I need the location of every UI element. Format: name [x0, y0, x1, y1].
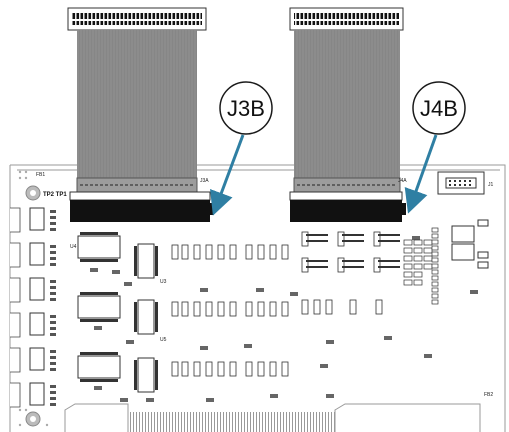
- passive-components: [90, 236, 478, 402]
- ribbon-cable-left: [67, 7, 207, 194]
- edge-connector: [64, 403, 481, 432]
- chip-right: [451, 219, 489, 269]
- chip-u4-group: U4: [70, 232, 121, 382]
- fb2-label: FB2: [484, 392, 493, 398]
- jack-ics: [29, 207, 45, 406]
- callout-j3b-label: J3B: [227, 96, 265, 121]
- header-connector-j4: J4A: [289, 178, 407, 222]
- mounting-hole-top: [25, 185, 41, 201]
- chip-column-left: U3 U5: [134, 243, 167, 393]
- header-j1: J1: [437, 171, 494, 195]
- mounting-hole-bottom: [25, 411, 41, 427]
- ribbon-cable-right: [289, 7, 404, 194]
- callout-j3b: J3B: [210, 81, 273, 216]
- fb1-label: FB1: [36, 172, 45, 178]
- resistor-ladder: [403, 227, 439, 305]
- callout-j4b-label: J4B: [420, 96, 458, 121]
- j1-label: J1: [488, 182, 494, 188]
- j4-label: J4A: [398, 178, 407, 184]
- pin-rows: [306, 234, 400, 268]
- header-connector-j3: J3A: [69, 178, 214, 222]
- j3-label: J3A: [200, 178, 209, 184]
- corner-dots: [18, 170, 49, 427]
- callout-j4b: J4B: [404, 81, 466, 214]
- u4-label: U4: [70, 244, 77, 250]
- jack-passives: [50, 210, 56, 406]
- u5-label: U5: [160, 337, 167, 343]
- testpoint-label: TP2 TP1: [43, 192, 67, 198]
- u3-label: U3: [160, 279, 167, 285]
- sot-array: [171, 231, 383, 377]
- input-jacks: [10, 207, 21, 408]
